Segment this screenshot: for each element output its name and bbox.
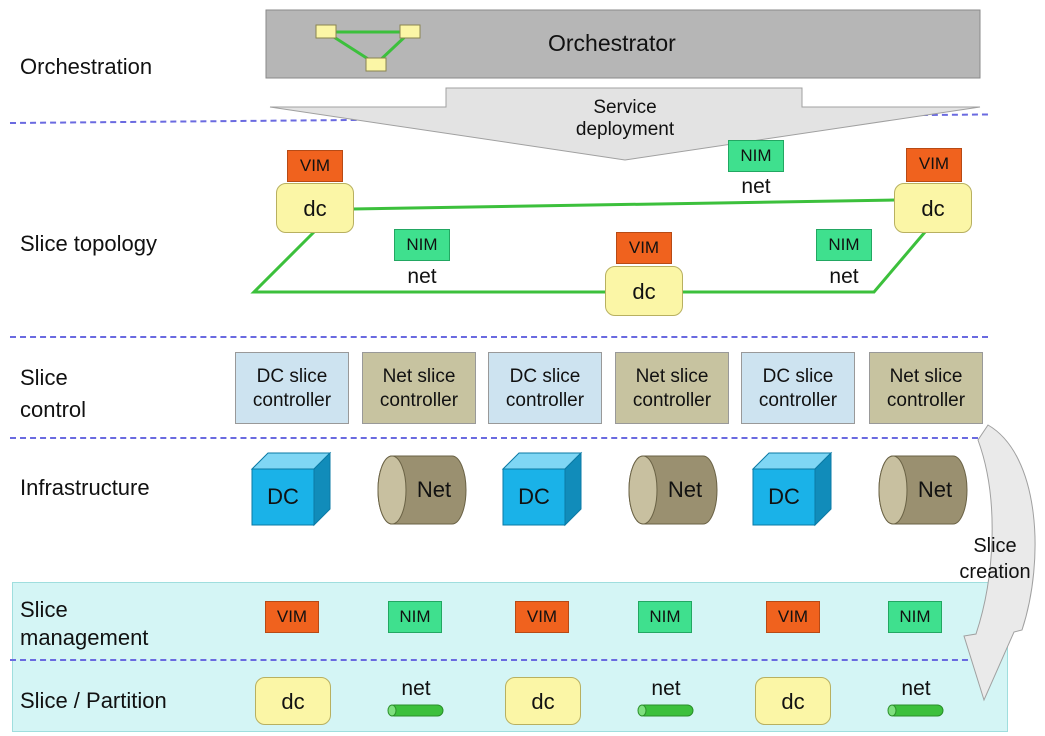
management-vim-3: VIM — [766, 601, 820, 633]
infra-net-label-1: Net — [416, 477, 452, 502]
partition-dc-3: dc — [755, 677, 831, 725]
topology-nim-top: NIM — [728, 140, 784, 172]
infra-net-cylinder-1 — [377, 455, 467, 525]
topology-vim-right: VIM — [906, 148, 962, 182]
infra-dc-label-3: DC — [768, 484, 800, 509]
management-nim-1: NIM — [388, 601, 442, 633]
net-slice-controller-1: Net slice controller — [362, 352, 476, 424]
partition-net-label-1: net — [401, 677, 431, 700]
controller-line1: DC slice — [762, 366, 834, 387]
dc-slice-controller-2: DC slice controller — [488, 352, 602, 424]
management-vim-2: VIM — [515, 601, 569, 633]
topology-vim-left: VIM — [287, 150, 343, 182]
orchestrator-label: Orchestrator — [548, 30, 676, 56]
separator-control — [10, 437, 988, 439]
controller-line1: Net slice — [889, 366, 963, 387]
separator-management — [10, 659, 988, 661]
controller-line2: controller — [632, 390, 712, 411]
layer-label-slice-management-line2: management — [20, 625, 149, 650]
topology-net-right-label: net — [829, 265, 859, 288]
controller-line1: Net slice — [635, 366, 709, 387]
net-slice-controller-2: Net slice controller — [615, 352, 729, 424]
layer-label-slice-management: Slice management — [20, 597, 148, 651]
infra-net-cylinder-3 — [878, 455, 968, 525]
layer-label-slice-topology: Slice topology — [20, 231, 157, 256]
infra-net-label-3: Net — [917, 477, 953, 502]
service-deployment-line1: Service — [593, 97, 657, 118]
partition-net-pipe-2 — [637, 704, 694, 717]
layer-label-slice-control-line1: Slice — [20, 365, 68, 390]
management-nim-3: NIM — [888, 601, 942, 633]
topology-vim-center: VIM — [616, 232, 672, 264]
controller-line2: controller — [758, 390, 838, 411]
layer-label-orchestration: Orchestration — [20, 54, 153, 79]
dc-slice-controller-3: DC slice controller — [741, 352, 855, 424]
slice-creation-label: Slice creation — [947, 533, 1043, 585]
partition-net-pipe-3 — [887, 704, 944, 717]
layer-label-slice-control-line2: control — [20, 397, 87, 422]
slice-creation-arrow — [963, 424, 1036, 702]
controller-line2: controller — [252, 390, 332, 411]
infra-dc-label-1: DC — [267, 484, 299, 509]
partition-dc-2: dc — [505, 677, 581, 725]
controller-line1: DC slice — [256, 366, 328, 387]
infra-dc-cube-1 — [250, 451, 332, 527]
orchestrator-graph-icon — [315, 24, 421, 72]
controller-line2: controller — [379, 390, 459, 411]
separator-topology — [10, 336, 988, 338]
management-vim-1: VIM — [265, 601, 319, 633]
partition-net-label-3: net — [901, 677, 931, 700]
link-dc-left-to-dc-center — [250, 230, 606, 294]
management-nim-2: NIM — [638, 601, 692, 633]
partition-net-label-2: net — [651, 677, 681, 700]
topology-net-top-label: net — [741, 175, 771, 198]
service-deployment-arrow — [269, 87, 981, 161]
link-dc-left-to-dc-right — [351, 198, 897, 211]
topology-nim-left: NIM — [394, 229, 450, 261]
topology-dc-center: dc — [605, 266, 683, 316]
topology-dc-right: dc — [894, 183, 972, 233]
controller-line2: controller — [505, 390, 585, 411]
infra-dc-label-2: DC — [518, 484, 550, 509]
service-deployment-line2: deployment — [575, 119, 675, 140]
slice-creation-line2: creation — [959, 561, 1031, 583]
partition-net-pipe-1 — [387, 704, 444, 717]
controller-line2: controller — [886, 390, 966, 411]
layer-label-slice-control: Slice control — [20, 365, 86, 423]
infra-dc-cube-2 — [501, 451, 583, 527]
topology-net-left-label: net — [407, 265, 437, 288]
topology-nim-right: NIM — [816, 229, 872, 261]
service-deployment-label: Service deployment — [540, 96, 710, 142]
dc-slice-controller-1: DC slice controller — [235, 352, 349, 424]
controller-line1: DC slice — [509, 366, 581, 387]
layer-label-slice-management-line1: Slice — [20, 597, 68, 622]
partition-dc-1: dc — [255, 677, 331, 725]
layer-label-infrastructure: Infrastructure — [20, 475, 150, 500]
infra-net-cylinder-2 — [628, 455, 718, 525]
layer-label-slice-partition: Slice / Partition — [20, 688, 167, 713]
topology-dc-left: dc — [276, 183, 354, 233]
net-slice-controller-3: Net slice controller — [869, 352, 983, 424]
infra-net-label-2: Net — [667, 477, 703, 502]
controller-line1: Net slice — [382, 366, 456, 387]
link-dc-center-to-dc-right — [683, 231, 927, 294]
slice-creation-line1: Slice — [973, 535, 1017, 557]
infra-dc-cube-3 — [751, 451, 833, 527]
